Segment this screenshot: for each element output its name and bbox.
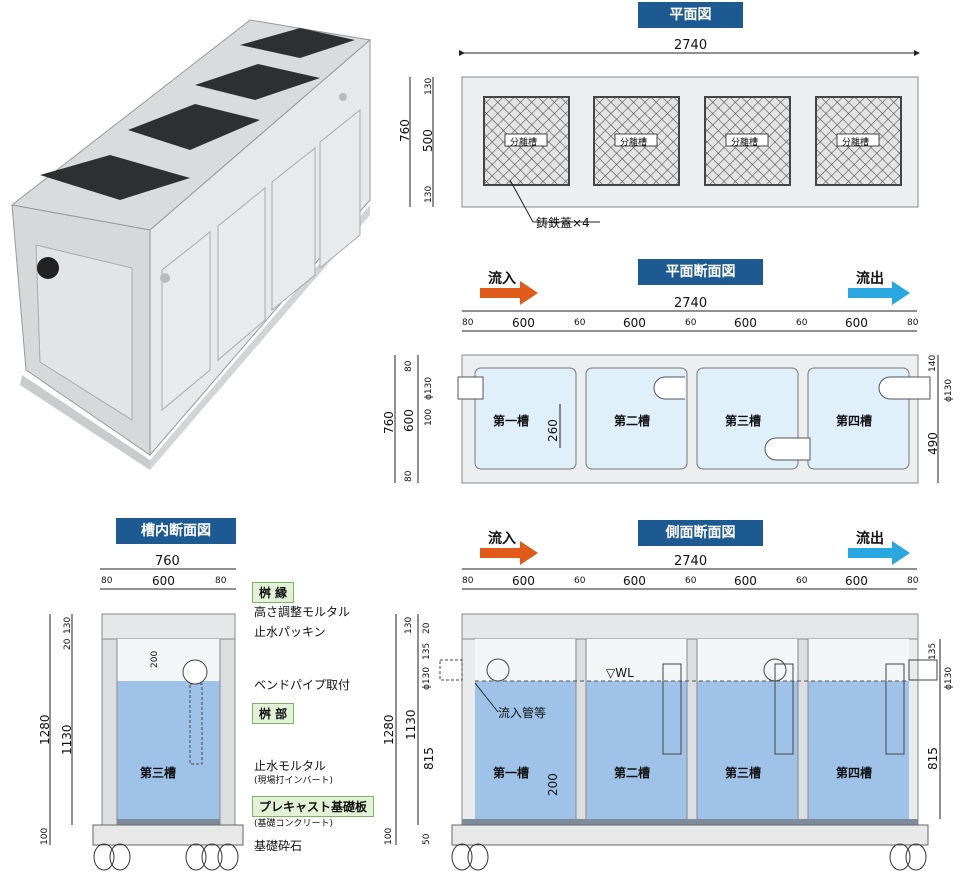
ss-tank-3: 第三槽: [725, 766, 762, 780]
ps-h-bottom: 80: [404, 470, 414, 482]
callout-body: 桝 部: [252, 703, 295, 724]
lid-label-3: 分離槽: [731, 138, 759, 148]
ss-left-20: 20: [422, 622, 432, 634]
ps-seg-6: 60: [796, 318, 808, 328]
side-flow-in: 流入: [488, 531, 516, 547]
ss-seg-8: 80: [907, 576, 919, 586]
ss-seg-1: 600: [512, 574, 535, 588]
ps-tank-3: 第三槽: [725, 414, 762, 428]
ss-left-50: 50: [422, 833, 432, 845]
plan-view: [409, 50, 920, 223]
ps-h-top: 80: [404, 360, 414, 372]
is-d200: 200: [150, 650, 160, 668]
lid-callout: 鋳鉄蓋×4: [536, 216, 590, 230]
ss-wl: ▽WL: [606, 666, 634, 680]
ps-left-pipe: ϕ130: [424, 376, 434, 400]
ss-right-815: 815: [926, 747, 940, 770]
callout-mortar-adjust: 高さ調整モルタル: [254, 605, 351, 619]
lid-label-1: 分離槽: [510, 138, 538, 148]
plan-total-width: 2740: [674, 38, 708, 53]
is-h-130: 130: [63, 616, 73, 634]
ps-seg-4: 60: [685, 318, 697, 328]
ss-right-pipe: ϕ130: [944, 666, 954, 690]
ss-seg-7: 600: [845, 574, 868, 588]
callout-precast: プレキャスト基礎板: [252, 796, 375, 817]
ps-tank-1: 第一槽: [493, 414, 530, 428]
ss-seg-4: 60: [685, 576, 697, 586]
lid-label-4: 分離槽: [842, 138, 870, 148]
inner-section-title: 槽内断面図: [116, 518, 236, 544]
side-section-title: 側面断面図: [638, 520, 763, 546]
ps-right-140: 140: [928, 354, 938, 372]
ps-seg-7: 600: [845, 316, 868, 330]
is-w-left: 80: [101, 576, 113, 586]
is-h-20: 20: [63, 638, 73, 650]
plan-flow-in: 流入: [488, 271, 516, 287]
callout-bend: ベンドパイプ取付: [254, 678, 351, 692]
callout-gravel: 基礎砕石: [254, 839, 303, 853]
ss-left-1280: 1280: [382, 714, 396, 745]
plan-height-mid: 500: [421, 129, 435, 152]
ps-h-total: 760: [382, 411, 396, 434]
ss-left-815: 815: [422, 747, 436, 770]
ss-tank-2: 第二槽: [614, 766, 651, 780]
ps-seg-1: 600: [512, 316, 535, 330]
ss-left-pipe: ϕ130: [422, 666, 432, 690]
ss-left-200: 200: [546, 773, 560, 796]
isometric-view: [10, 19, 372, 470]
ps-tank-4: 第四槽: [836, 414, 873, 428]
is-h-inner: 1130: [60, 724, 74, 755]
callout-rim: 桝 縁: [252, 582, 295, 603]
plan-flow-out: 流出: [856, 271, 884, 287]
callout-packing: 止水パッキン: [254, 625, 326, 639]
plan-height-top: 130: [424, 77, 434, 95]
ss-seg-6: 60: [796, 576, 808, 586]
ss-left-130: 130: [404, 616, 414, 634]
ss-left-100: 100: [384, 827, 394, 845]
ss-total: 2740: [674, 554, 708, 569]
is-h-total: 1280: [38, 714, 52, 745]
ps-inner-260: 260: [546, 419, 560, 442]
ss-right-135: 135: [928, 642, 938, 660]
ps-seg-8: 80: [907, 318, 919, 328]
ps-h-mid: 600: [402, 409, 416, 432]
ss-seg-5: 600: [734, 574, 757, 588]
ps-seg-0: 80: [462, 318, 474, 328]
ps-total: 2740: [674, 296, 708, 311]
ss-tank-4: 第四槽: [836, 766, 873, 780]
ss-tank-1: 第一槽: [493, 766, 530, 780]
is-h-100: 100: [40, 827, 50, 845]
ss-seg-3: 600: [623, 574, 646, 588]
plan-title: 平面図: [638, 2, 743, 28]
plan-section-view: [394, 281, 939, 484]
is-w-right: 80: [215, 576, 227, 586]
ss-seg-2: 60: [574, 576, 586, 586]
is-width: 760: [155, 554, 180, 569]
lid-label-2: 分離槽: [620, 138, 648, 148]
ps-tank-2: 第二槽: [614, 414, 651, 428]
is-w-mid: 600: [152, 574, 175, 588]
ps-seg-5: 600: [734, 316, 757, 330]
side-section-view: [395, 541, 941, 871]
ps-seg-3: 600: [623, 316, 646, 330]
ss-left-135: 135: [422, 642, 432, 660]
plan-section-title: 平面断面図: [638, 259, 763, 285]
callout-precast-sub: (基礎コンクリート): [254, 819, 334, 829]
is-tank: 第三槽: [140, 766, 177, 780]
plan-height-total: 760: [398, 119, 412, 142]
ps-seg-2: 60: [574, 318, 586, 328]
ps-left-small: 100: [424, 408, 434, 426]
ss-seg-0: 80: [462, 576, 474, 586]
inner-section-view: [49, 568, 244, 871]
callout-stop-mortar-sub: (現場打インバート): [254, 776, 334, 786]
ss-left-1130: 1130: [404, 709, 418, 740]
side-flow-out: 流出: [856, 531, 884, 547]
callout-stop-mortar: 止水モルタル: [254, 759, 327, 773]
ps-right-490: 490: [926, 432, 940, 455]
ps-right-pipe: ϕ130: [944, 378, 954, 402]
ss-pipe-label: 流入管等: [498, 706, 547, 720]
plan-height-bottom: 130: [424, 185, 434, 203]
